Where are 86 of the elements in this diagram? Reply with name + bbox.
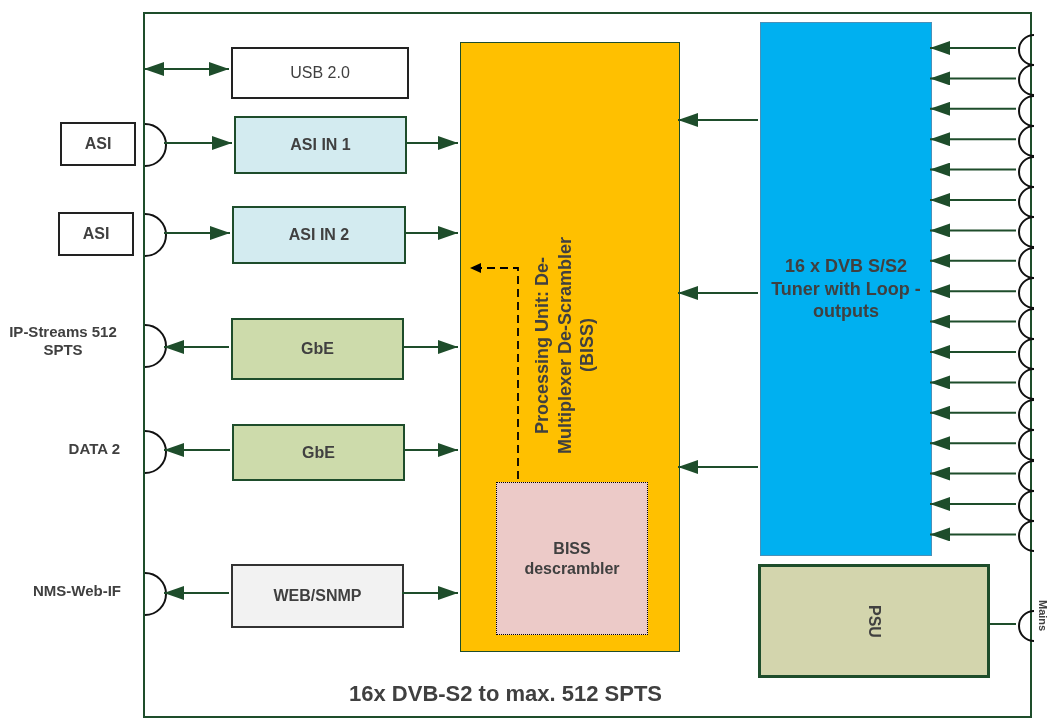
interface-box — [231, 318, 404, 380]
port-label: Mains — [1036, 600, 1050, 632]
arrow — [404, 136, 459, 150]
block-label: 16 x DVB S/S2 Tuner with Loop - outputs — [771, 255, 921, 323]
connector-socket — [1018, 430, 1034, 461]
arrow — [929, 497, 1017, 511]
port-label: IP-Streams 512 SPTS — [8, 323, 118, 359]
connector-socket — [145, 573, 166, 615]
arrow — [677, 286, 759, 300]
block-label: PSU — [865, 604, 884, 638]
connector-label-box — [58, 212, 134, 256]
device-enclosure — [143, 12, 1032, 718]
connector-socket — [1018, 35, 1034, 65]
connector-socket — [1018, 460, 1034, 491]
block-label: GbE — [302, 442, 335, 463]
arrow — [929, 162, 1017, 177]
arrow — [163, 226, 231, 240]
arrow — [402, 443, 459, 457]
connector-socket — [1018, 369, 1034, 400]
arrow — [929, 132, 1017, 147]
interface-box — [232, 206, 406, 264]
arrow — [929, 193, 1017, 207]
port-label: DATA 2 — [67, 440, 120, 458]
connector-socket — [145, 325, 166, 367]
block-label: ASI IN 1 — [290, 135, 351, 155]
connector-socket — [1018, 247, 1034, 278]
processing-unit-block — [460, 42, 680, 652]
block-label: ASI — [84, 134, 112, 154]
arrow — [929, 71, 1017, 86]
arrow — [929, 375, 1017, 390]
port-label: NMS-Web-IF — [31, 582, 121, 600]
arrow — [143, 62, 230, 76]
arrow — [677, 460, 759, 474]
interface-box — [231, 47, 409, 99]
connector-socket — [1018, 95, 1034, 126]
connector-socket — [145, 214, 166, 256]
arrow — [401, 340, 459, 354]
connector-socket — [1018, 278, 1034, 309]
connector-socket — [1018, 521, 1034, 552]
connector-label-box — [60, 122, 136, 166]
connector-socket — [1018, 217, 1034, 248]
connector-socket — [145, 124, 166, 166]
arrow — [163, 340, 230, 354]
connector-socket — [1018, 491, 1034, 521]
arrow — [163, 443, 231, 457]
descrambler-box — [496, 482, 648, 635]
block-label: BISS descrambler — [523, 538, 621, 579]
interface-box — [232, 424, 405, 481]
connector-socket — [1018, 156, 1034, 187]
block-label: ASI — [82, 224, 110, 244]
connector-socket — [1018, 308, 1034, 339]
interface-box — [231, 564, 404, 628]
connector-socket — [145, 431, 166, 473]
block-label: ASI IN 2 — [288, 225, 350, 245]
arrow — [929, 466, 1017, 481]
connector-socket — [1018, 399, 1034, 430]
block-label: GbE — [301, 339, 334, 359]
arrow — [403, 226, 459, 240]
arrow — [163, 586, 230, 600]
arrow — [929, 41, 1017, 55]
arrow — [929, 253, 1017, 268]
arrow — [469, 263, 519, 480]
arrow — [929, 223, 1017, 238]
arrow — [401, 586, 459, 600]
block-label: WEB/SNMP — [273, 586, 362, 606]
block-label: USB 2.0 — [290, 63, 350, 83]
connector-socket — [1018, 611, 1034, 641]
connector-socket — [1018, 187, 1034, 217]
arrow — [929, 527, 1017, 542]
block-label: Processing Unit: De-Multiplexer De-Scrambler (BISS) — [531, 235, 598, 457]
arrow — [163, 136, 233, 150]
arrow — [929, 405, 1017, 420]
arrow — [929, 314, 1017, 329]
arrow — [677, 113, 759, 127]
device-title: 16x DVB-S2 to max. 512 SPTS — [349, 680, 663, 708]
power-supply-box — [758, 564, 990, 678]
interface-box — [234, 116, 407, 174]
arrow — [929, 345, 1017, 359]
arrow — [929, 436, 1017, 451]
connector-socket — [1018, 339, 1034, 369]
connector-line — [987, 623, 1017, 625]
tuner-block — [760, 22, 932, 556]
connector-socket — [1018, 65, 1034, 96]
arrow — [929, 101, 1017, 116]
connector-socket — [1018, 126, 1034, 157]
arrow — [929, 284, 1017, 299]
